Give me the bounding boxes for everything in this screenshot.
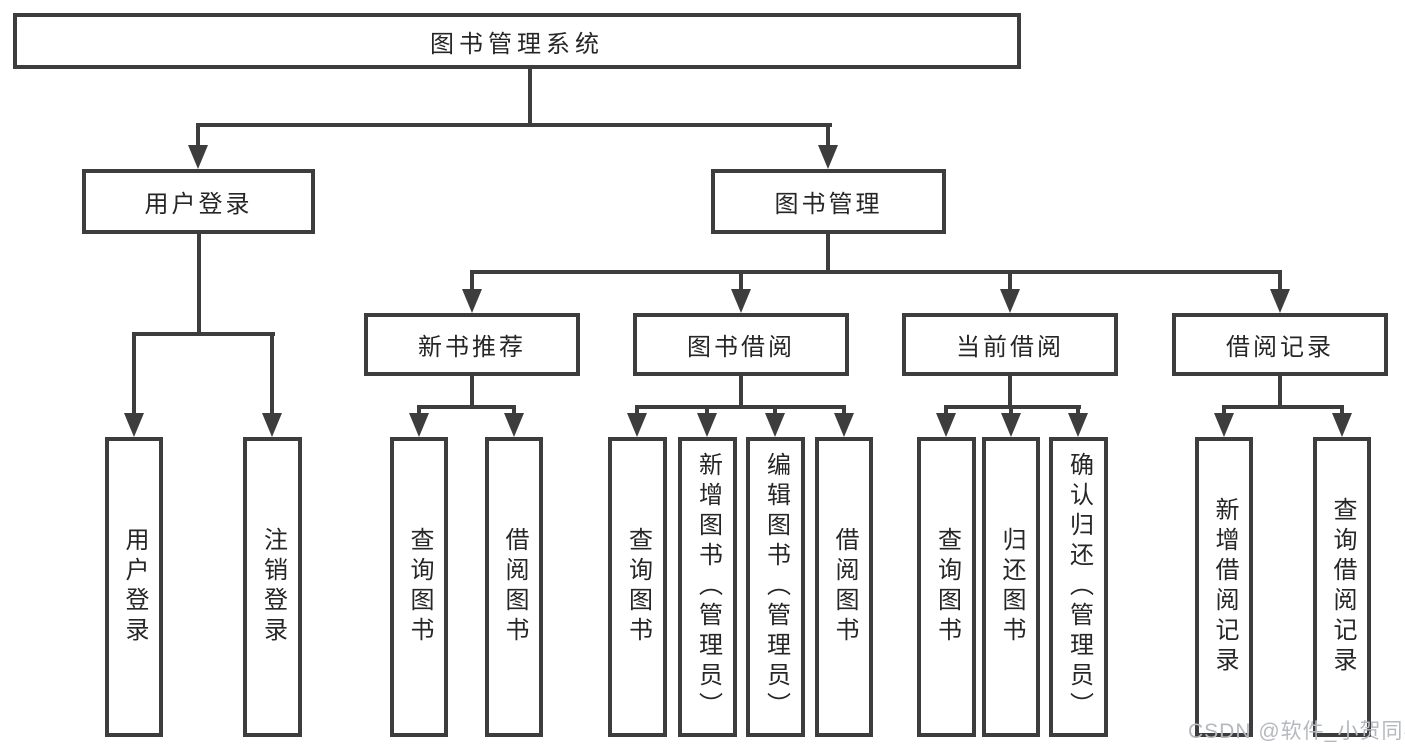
node-user-login: 用户登录 (82, 169, 315, 234)
arrow-down-icon (462, 289, 482, 313)
connector-line (826, 123, 830, 151)
arrow-down-icon (1068, 413, 1088, 437)
connector-line (773, 405, 777, 417)
connector-line (1278, 376, 1282, 409)
arrow-down-icon (409, 413, 429, 437)
connector-line (1278, 270, 1282, 294)
connector-line (417, 405, 516, 409)
connector-line (196, 123, 832, 127)
connector-line (1008, 270, 1012, 294)
connector-line (512, 405, 516, 417)
leaf-query-borrow-record: 查询借阅记录 (1313, 437, 1371, 737)
leaf-user-login: 用户登录 (105, 437, 163, 737)
connector-line (1009, 405, 1013, 417)
connector-line (635, 405, 639, 417)
node-book-management: 图书管理 (711, 169, 946, 234)
connector-line (132, 332, 275, 336)
arrow-down-icon (1332, 413, 1352, 437)
connector-line (1222, 405, 1344, 409)
connector-line (528, 69, 532, 127)
leaf-confirm-return-admin: 确认归还（管理员） (1049, 437, 1108, 737)
connector-line (705, 405, 709, 417)
arrow-down-icon (627, 413, 647, 437)
node-book-borrowing: 图书借阅 (633, 313, 849, 376)
connector-line (196, 123, 200, 151)
connector-line (1008, 376, 1012, 409)
connector-line (1222, 405, 1226, 417)
connector-line (635, 405, 846, 409)
connector-line (270, 332, 274, 415)
arrow-down-icon (1270, 289, 1290, 313)
arrow-down-icon (697, 413, 717, 437)
leaf-edit-book-admin: 编辑图书（管理员） (746, 437, 805, 737)
connector-line (826, 233, 830, 274)
arrow-down-icon (1000, 289, 1020, 313)
connector-line (470, 270, 474, 294)
connector-line (1076, 405, 1080, 417)
connector-line (470, 270, 1282, 274)
arrow-down-icon (818, 145, 838, 169)
node-borrowing-records: 借阅记录 (1172, 313, 1388, 376)
connector-line (417, 405, 421, 417)
arrow-down-icon (504, 413, 524, 437)
leaf-add-borrow-record: 新增借阅记录 (1195, 437, 1253, 737)
arrow-down-icon (834, 413, 854, 437)
leaf-add-book-admin: 新增图书（管理员） (678, 437, 737, 737)
leaf-query-books-current: 查询图书 (917, 437, 976, 737)
connector-line (842, 405, 846, 417)
arrow-down-icon (731, 289, 751, 313)
arrow-down-icon (124, 413, 144, 437)
connector-line (197, 233, 201, 336)
arrow-down-icon (765, 413, 785, 437)
node-current-borrowing: 当前借阅 (902, 313, 1118, 376)
leaf-borrow-books-recommend: 借阅图书 (485, 437, 543, 737)
leaf-query-books-recommend: 查询图书 (390, 437, 448, 737)
connector-line (1340, 405, 1344, 417)
arrow-down-icon (188, 145, 208, 169)
arrow-down-icon (262, 413, 282, 437)
connector-line (739, 270, 743, 294)
connector-line (739, 376, 743, 409)
node-new-book-recommend: 新书推荐 (364, 313, 580, 376)
arrow-down-icon (1001, 413, 1021, 437)
connector-line (944, 405, 948, 417)
leaf-logout: 注销登录 (243, 437, 302, 737)
connector-line (132, 332, 136, 415)
leaf-borrow-books: 借阅图书 (815, 437, 873, 737)
arrow-down-icon (1214, 413, 1234, 437)
watermark: CSDN @软件_小贺同学 (1188, 720, 1405, 743)
node-library-management-system: 图书管理系统 (13, 13, 1021, 69)
leaf-query-books-borrowing: 查询图书 (608, 437, 667, 737)
arrow-down-icon (936, 413, 956, 437)
leaf-return-book: 归还图书 (982, 437, 1040, 737)
connector-line (470, 376, 474, 409)
